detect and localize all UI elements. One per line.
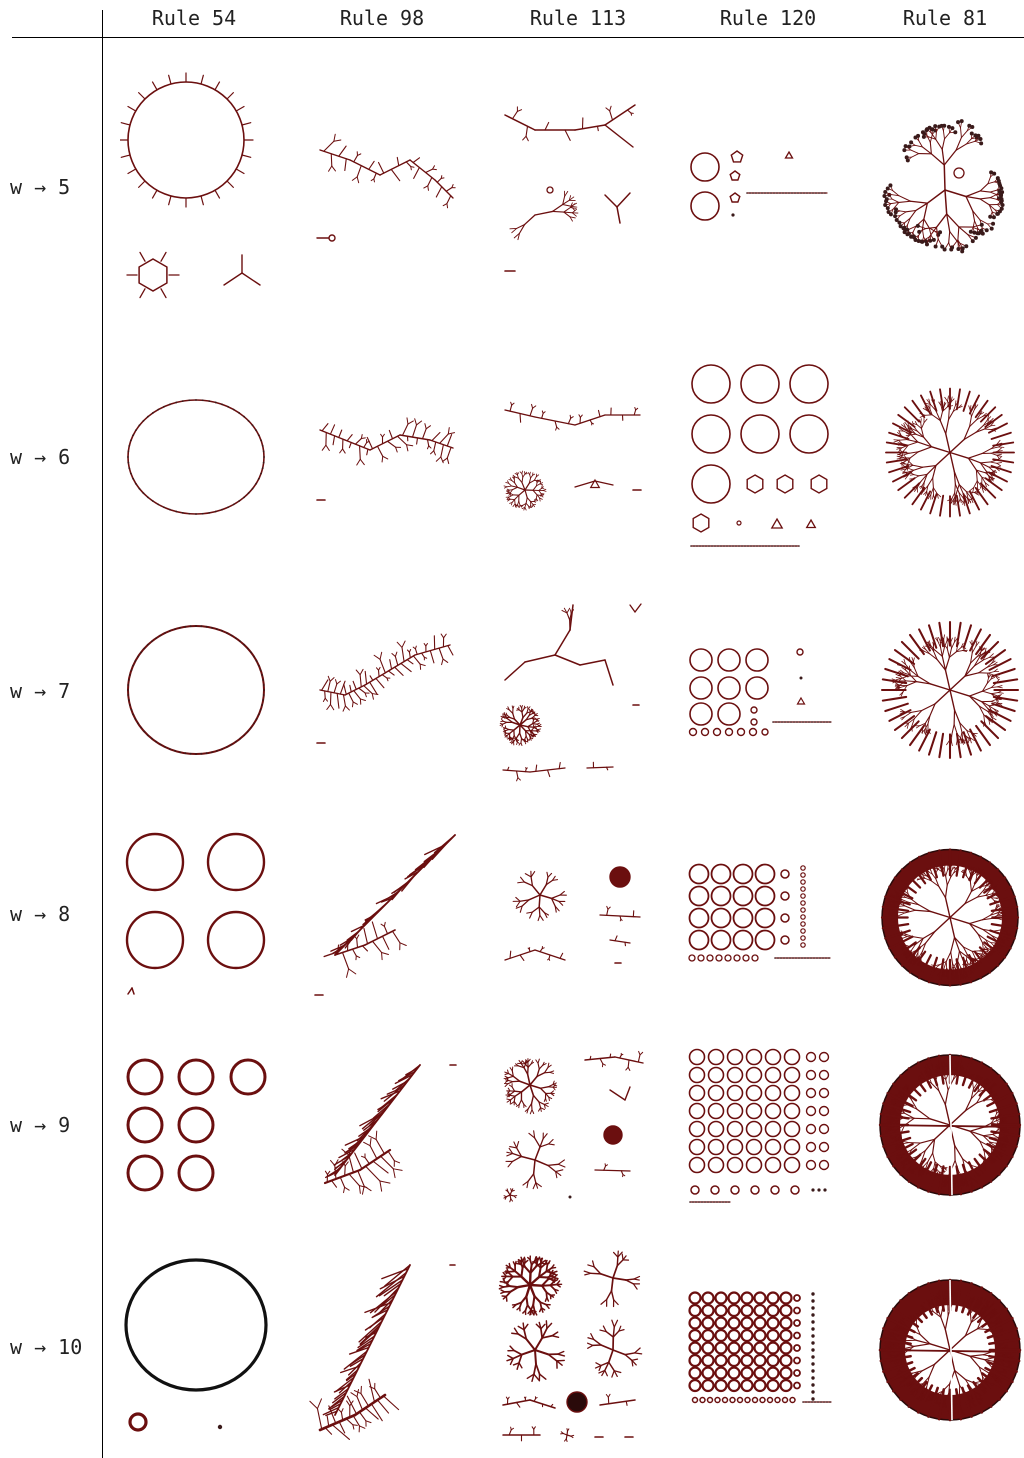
graph-rule54-w8 — [120, 830, 280, 1000]
column-header-rule-120: Rule 120 — [688, 4, 848, 32]
graph-rule98-w8 — [305, 825, 465, 1000]
row-label-w10: w → 10 — [10, 1334, 82, 1360]
graph-rule54-w6 — [120, 395, 280, 525]
graph-rule120-w5 — [685, 140, 845, 230]
graph-rule98-w9 — [305, 1055, 465, 1195]
graph-rule81-w7 — [875, 615, 1024, 765]
graph-rule120-w10 — [685, 1288, 845, 1408]
row-label-w8: w → 8 — [10, 901, 70, 927]
graph-rule98-w10 — [305, 1255, 465, 1440]
graph-rule113-w5 — [495, 95, 655, 285]
graph-rule113-w8 — [495, 855, 655, 975]
header-divider — [12, 37, 1024, 38]
graph-rule54-w7 — [120, 620, 280, 765]
column-header-rule-113: Rule 113 — [498, 4, 658, 32]
graph-rule81-w10 — [875, 1275, 1024, 1425]
graph-rule54-w10 — [120, 1255, 280, 1440]
graph-rule113-w6 — [495, 395, 655, 525]
graph-rule81-w5 — [875, 115, 1024, 260]
row-label-w7: w → 7 — [10, 678, 70, 704]
column-header-rule-81: Rule 81 — [870, 4, 1020, 32]
column-header-rule-98: Rule 98 — [304, 4, 460, 32]
graph-rule98-w6 — [305, 400, 465, 510]
column-header-rule-54: Rule 54 — [116, 4, 272, 32]
row-label-divider — [102, 10, 103, 1458]
graph-rule120-w9 — [685, 1045, 845, 1205]
graph-rule120-w7 — [685, 640, 845, 750]
graph-rule120-w8 — [685, 860, 845, 965]
graph-rule98-w7 — [305, 625, 465, 750]
graph-rule54-w9 — [120, 1055, 280, 1195]
graph-rule113-w10 — [495, 1250, 655, 1445]
graph-rule113-w9 — [495, 1045, 655, 1205]
graph-rule98-w5 — [305, 120, 465, 250]
row-label-w5: w → 5 — [10, 174, 70, 200]
graph-rule81-w6 — [875, 380, 1024, 525]
graph-rule81-w8 — [875, 845, 1024, 990]
graph-rule81-w9 — [875, 1050, 1024, 1200]
row-label-w9: w → 9 — [10, 1112, 70, 1138]
graph-rule120-w6 — [685, 360, 845, 555]
graph-rule54-w5 — [120, 65, 280, 315]
row-label-w6: w → 6 — [10, 444, 70, 470]
graph-rule113-w7 — [495, 600, 655, 785]
